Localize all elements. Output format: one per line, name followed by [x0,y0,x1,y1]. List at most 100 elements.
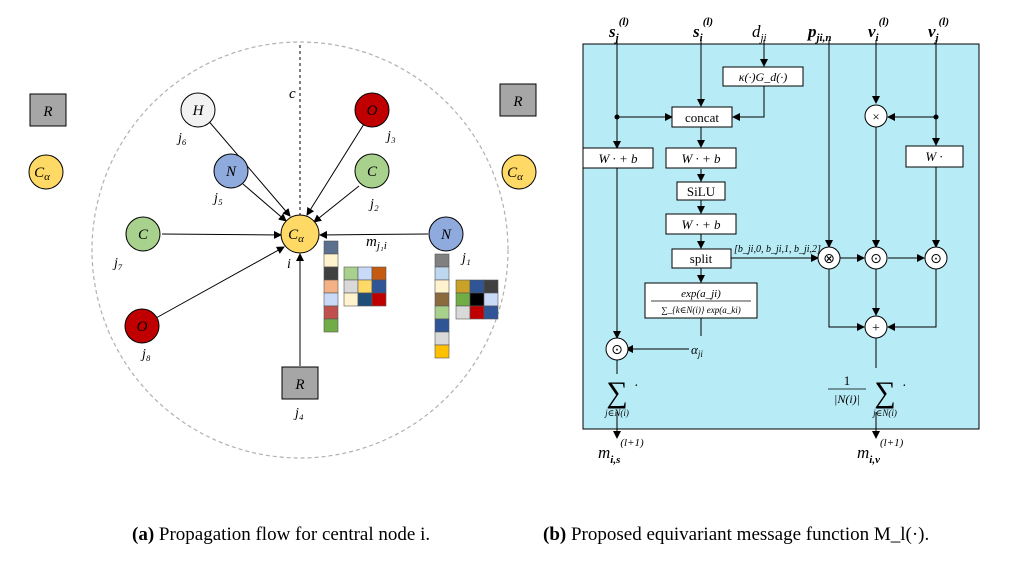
svg-text:C: C [367,164,378,180]
input-p-jin: pji,n [806,22,831,44]
softmax-block: exp(a_ji) ∑_{k∈N(i)} exp(a_ki) [644,282,758,319]
svg-text:⊙: ⊙ [930,250,942,266]
silu-block: SiLU [676,181,726,201]
svg-text:∑: ∑ [874,376,895,409]
edge-j8 [155,246,285,319]
svg-text:H: H [192,103,205,119]
svg-text:N: N [225,164,237,180]
input-s-i: si(l) [692,16,713,44]
svg-text:R: R [294,377,304,393]
legend-ca-node-left [28,154,64,190]
input-v-i: vi(l) [868,16,889,44]
op-plus: + [864,315,888,339]
split-output-label: [b_ji,0, b_ji,1, b_ji,2] [734,244,821,255]
op-odot-left: ⊙ [605,337,629,361]
neighbor-j8: O j₈ [124,308,160,362]
neighbor-j1: N j₁ [428,216,471,266]
svg-text:concat: concat [685,110,719,125]
linear-1-block: W · + b [665,147,737,169]
linear-right-block: W · [905,145,964,168]
sum-left: ∑ · j∈N(i) [604,376,639,418]
svg-text:SiLU: SiLU [687,184,716,199]
legend-r-box-right [499,83,537,117]
svg-text:⊗: ⊗ [823,250,835,266]
legend-ca-label-right: Cα [507,165,523,183]
central-index: i [287,257,291,272]
central-node: Cα i [280,214,320,272]
svg-text:Cα: Cα [288,227,304,245]
svg-text:W · + b: W · + b [598,151,638,166]
split-block: split [671,248,732,269]
svg-text:O: O [367,103,378,119]
legend-left: R Cα [28,93,67,190]
svg-text:j₇: j₇ [112,256,123,271]
cutoff-label: c [289,86,296,102]
svg-text:j₁: j₁ [460,251,471,266]
legend-ca-label-left: Cα [34,165,50,183]
edge-j3 [306,123,365,216]
svg-text:∑: ∑ [606,376,627,409]
svg-text:|N(i)|: |N(i)| [834,392,860,406]
svg-text:×: × [872,109,879,124]
svg-text:j∈N(i): j∈N(i) [872,408,897,418]
svg-text:⊙: ⊙ [870,250,882,266]
panel-a: c R Cα R Cα H [28,41,537,459]
svg-text:W ·: W · [925,149,942,164]
op-odot-right: ⊙ [924,246,948,270]
svg-text:j₆: j₆ [176,131,187,146]
sum-right: 1 |N(i)| ∑ · j∈N(i) [828,373,907,418]
svg-text:j₄: j₄ [293,406,304,421]
feature-grid-j1 [455,279,499,320]
svg-text:N: N [440,227,452,243]
svg-text:exp(a_ji): exp(a_ji) [681,288,721,300]
input-v-j: vj(l) [928,16,949,44]
cutoff-circle [91,41,509,459]
svg-text:j₈: j₈ [140,347,151,362]
output-m-s: mi,s(l+1) [598,437,644,466]
svg-text:·: · [902,379,907,394]
feature-grid-center [343,266,387,307]
neighbor-j2: C j₂ [354,153,390,212]
kernel-block: κ(·)G_d(·) [722,66,804,87]
svg-text:j₃: j₃ [385,129,396,144]
legend-r-box-left [29,93,67,127]
edge-j7 [161,230,282,239]
svg-text:C: C [138,227,149,243]
op-times: × [864,104,888,128]
feature-strip-j1 [434,253,450,359]
neighbor-j6: H j₆ [176,92,216,146]
linear-2-block: W · + b [665,213,737,235]
feature-strip-center [323,240,339,333]
panel-b: sj(l) si(l) dji pji,n vi(l) vj(l) [582,16,980,466]
svg-text:j∈N(i): j∈N(i) [604,408,629,418]
legend-right: R Cα [499,83,537,190]
legend-ca-node-right [501,154,537,190]
legend-r-label-right: R [512,94,522,110]
message-label: mj₁i [366,234,387,252]
edge-j2 [313,185,360,223]
connectors [613,40,940,439]
caption-a: (a) Propagation flow for central node i. [132,524,431,545]
svg-text:∑_{k∈N(i)} exp(a_ki): ∑_{k∈N(i)} exp(a_ki) [661,305,741,315]
op-otimes: ⊗ [817,246,841,270]
edge-j5 [242,183,287,222]
caption-b: (b) Proposed equivariant message functio… [543,524,930,545]
svg-text:1: 1 [844,373,851,388]
neighbor-j5: N j₅ [212,153,249,206]
svg-text:split: split [690,251,713,266]
neighbor-j3: O j₃ [354,92,396,144]
svg-text:·: · [634,379,639,394]
edge-j1 [319,230,429,239]
svg-text:j₂: j₂ [368,197,379,212]
legend-r-label-left: R [42,104,52,120]
linear-left-block: W · + b [582,147,654,169]
neighbor-j7: C j₇ [112,216,161,271]
svg-text:W · + b: W · + b [681,151,721,166]
svg-text:W · + b: W · + b [681,217,721,232]
svg-text:+: + [872,321,880,336]
svg-text:j₅: j₅ [212,191,223,206]
svg-text:O: O [137,319,148,335]
concat-block: concat [671,106,733,128]
edges [155,117,429,366]
